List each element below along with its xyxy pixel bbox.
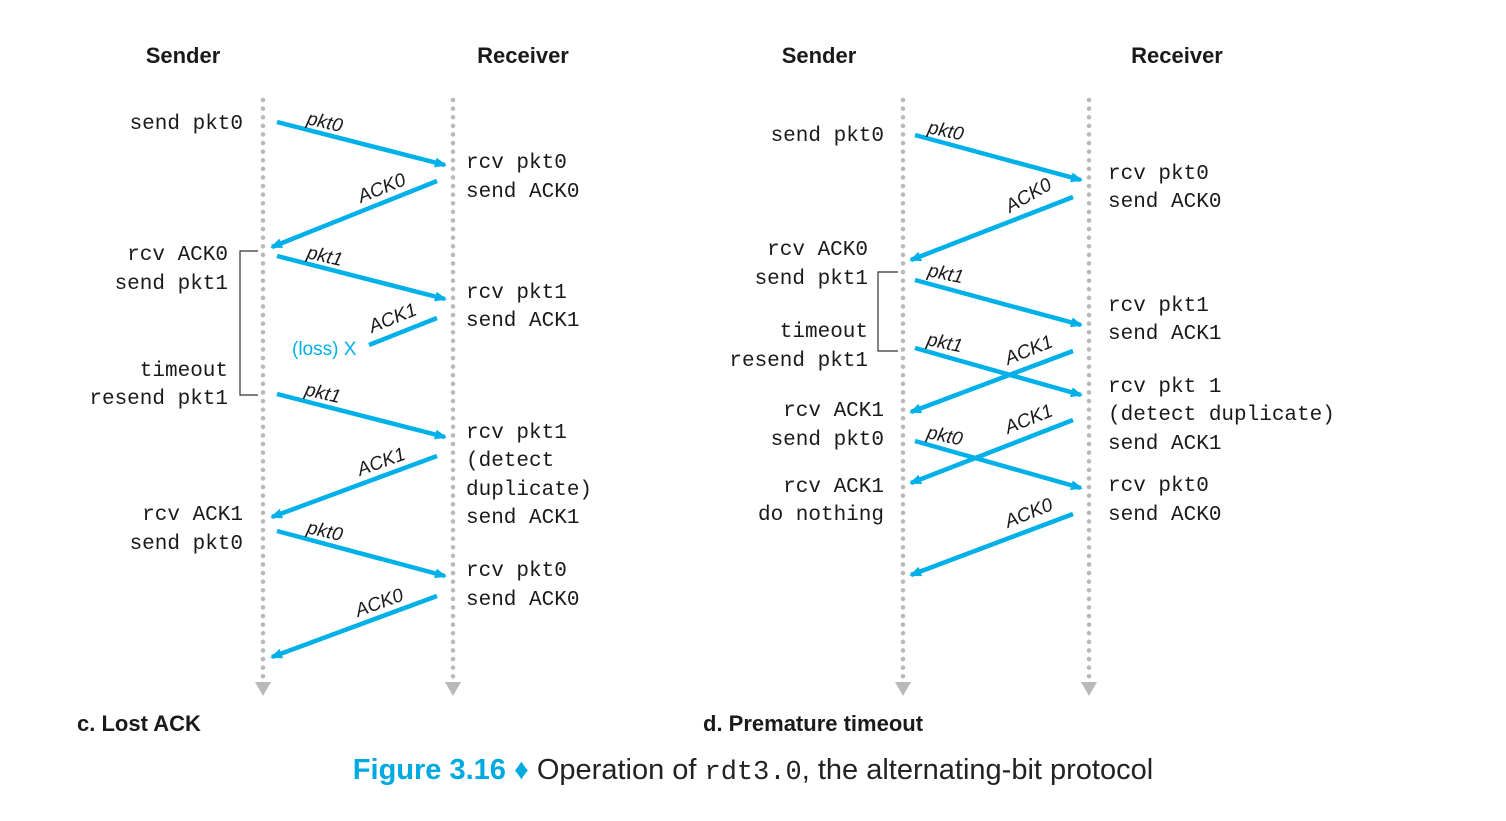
receiver-timeline-arrowhead [445, 682, 461, 696]
figure-separator: ♦ [513, 754, 529, 786]
message-arrow-ack0 [909, 511, 1074, 578]
message-arrow-ack1 [909, 348, 1074, 415]
receiver-event-label: send ACK1 [1108, 433, 1221, 456]
sender-event-label: rcv ACK1 [783, 400, 884, 423]
message-arrow-pkt0 [914, 132, 1083, 183]
receiver-header: Receiver [1131, 43, 1223, 68]
message-arrow-ack1-duplicate [909, 417, 1074, 486]
message-arrow-ack0 [270, 178, 438, 250]
receiver-event-label: send ACK0 [1108, 504, 1221, 527]
message-label: ACK1 [1001, 401, 1056, 439]
message-label: ACK1 [365, 300, 420, 338]
message-arrow-pkt1 [276, 253, 447, 302]
receiver-event-label: (detect [466, 450, 554, 473]
message-arrow-pkt1-resend [276, 391, 447, 440]
figure-text-before: Operation of [536, 754, 697, 786]
message-arrow-ack1-lost [368, 315, 438, 348]
receiver-event-label: rcv pkt0 [466, 152, 567, 175]
receiver-event-label: send ACK0 [466, 181, 579, 204]
receiver-header: Receiver [477, 43, 569, 68]
receiver-event-label: send ACK1 [466, 310, 579, 333]
sender-event-label: resend pkt1 [89, 388, 228, 411]
sender-event-label: rcv ACK0 [127, 244, 228, 267]
panel-caption: c. Lost ACK [77, 711, 201, 736]
message-arrow-pkt0 [276, 119, 447, 168]
sender-event-label: send pkt0 [771, 429, 884, 452]
timeout-bracket [877, 271, 898, 352]
message-label: ACK0 [1001, 174, 1056, 218]
receiver-event-label: rcv pkt0 [1108, 163, 1209, 186]
sender-timeline-arrowhead [255, 682, 271, 696]
receiver-event-label: (detect duplicate) [1108, 404, 1335, 427]
sender-timeline-arrowhead [895, 682, 911, 696]
sender-event-label: send pkt0 [130, 113, 243, 136]
message-arrow-pkt1-resend [914, 345, 1083, 398]
receiver-event-label: send ACK0 [1108, 191, 1221, 214]
receiver-event-label: rcv pkt1 [1108, 295, 1209, 318]
receiver-event-label: rcv pkt0 [1108, 475, 1209, 498]
sender-event-label: resend pkt1 [729, 350, 868, 373]
sender-event-label: send pkt1 [115, 273, 228, 296]
message-arrow-ack0 [270, 593, 438, 660]
figure-number: Figure 3.16 [352, 754, 506, 786]
sender-header: Sender [146, 43, 221, 68]
panel-caption: d. Premature timeout [703, 711, 924, 736]
figure-text-after: , the alternating-bit protocol [801, 754, 1154, 786]
sender-header: Sender [782, 43, 857, 68]
panel-premature-timeout: Sender Receiver send pkt0 rcv ACK0 send … [703, 43, 1335, 736]
loss-label: (loss) X [292, 339, 357, 360]
receiver-event-label: rcv pkt1 [466, 422, 567, 445]
message-arrow-pkt0 [914, 438, 1083, 491]
figure-caption: Figure 3.16 ♦ Operation of rdt3.0, the a… [0, 754, 1506, 788]
receiver-event-label: rcv pkt 1 [1108, 376, 1221, 399]
sender-event-label: send pkt0 [130, 533, 243, 556]
message-arrow-pkt1 [914, 277, 1083, 328]
message-arrow-ack1 [270, 453, 438, 520]
sender-event-label: send pkt1 [755, 268, 868, 291]
figure-code: rdt3.0 [704, 758, 802, 788]
receiver-event-label: send ACK1 [1108, 323, 1221, 346]
sender-event-label: rcv ACK0 [767, 239, 868, 262]
sender-event-label: timeout [140, 360, 228, 383]
receiver-event-label: rcv pkt1 [466, 282, 567, 305]
sender-event-label: rcv ACK1 [142, 504, 243, 527]
receiver-event-label: duplicate) [466, 479, 592, 502]
sender-event-label: rcv ACK1 [783, 476, 884, 499]
sender-event-label: timeout [780, 321, 868, 344]
receiver-event-label: send ACK0 [466, 589, 579, 612]
sender-event-label: do nothing [758, 504, 884, 527]
receiver-timeline-arrowhead [1081, 682, 1097, 696]
receiver-event-label: send ACK1 [466, 507, 579, 530]
message-arrow-ack0 [909, 194, 1074, 263]
sender-event-label: send pkt0 [771, 125, 884, 148]
message-label: ACK1 [1001, 332, 1056, 370]
timeout-bracket [239, 250, 258, 396]
panel-lost-ack: Sender Receiver send pkt0 rcv ACK0 send … [77, 43, 592, 736]
message-arrow-pkt0 [276, 528, 447, 579]
message-label: ACK0 [1001, 494, 1056, 533]
receiver-event-label: rcv pkt0 [466, 560, 567, 583]
